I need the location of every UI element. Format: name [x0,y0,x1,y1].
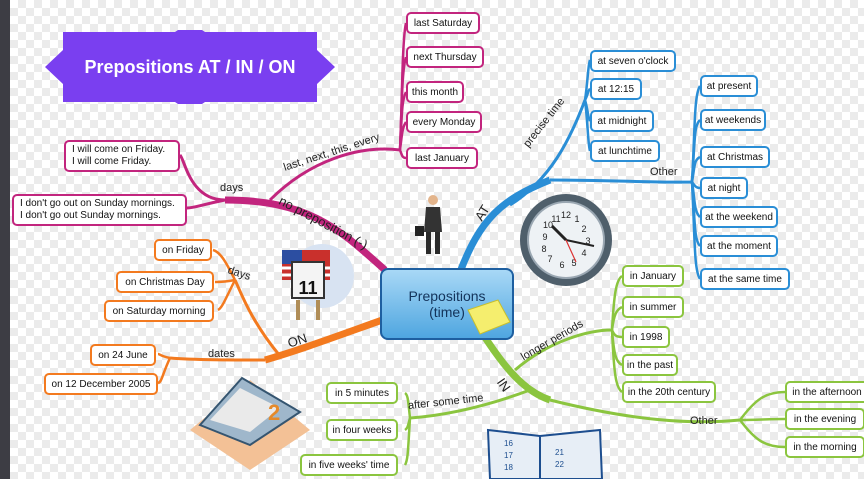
center-line1: Prepositions [408,288,486,304]
clock-num: 1 [574,214,579,224]
clock-num: 3 [585,236,590,246]
no-prep-trunk [224,196,388,273]
branch-lines [157,22,786,466]
node-at-the-same-time[interactable]: at the same time [700,268,790,290]
node-in-5-minutes[interactable]: in 5 minutes [326,382,398,404]
node-in-the-past[interactable]: in the past [622,354,678,376]
node-on-saturday-morning[interactable]: on Saturday morning [104,300,214,322]
node-in-the-afternoon[interactable]: in the afternoon [785,381,864,403]
node-in-the-evening[interactable]: in the evening [785,408,864,430]
on-trunk [264,314,390,364]
mind-map-canvas: Prepositions AT / IN / ON Prepositions (… [10,0,864,479]
book-num: 18 [504,463,513,472]
desk-calendar-number: 2 [268,400,280,425]
node-at-1215[interactable]: at 12:15 [590,78,642,100]
clock-num: 4 [581,248,586,258]
clock-num: 2 [581,224,586,234]
desk-calendar-icon: 2 [190,376,310,470]
center-line2: (time) [429,304,465,320]
branch-label-on-dates: dates [208,348,235,360]
branch-label-at-other: Other [650,166,678,178]
node-example-sunday[interactable]: I don't go out on Sunday mornings. I don… [12,194,187,226]
node-on-christmas-day[interactable]: on Christmas Day [116,271,214,293]
node-at-weekends[interactable]: at weekends [700,109,766,131]
node-next-thursday[interactable]: next Thursday [406,46,484,68]
branch-label-days-left: days [220,182,244,194]
example-line: I don't go out on Sunday mornings. [20,198,175,209]
node-on-24-june[interactable]: on 24 June [90,344,156,366]
title-banner: Prepositions AT / IN / ON [45,30,335,104]
node-at-lunchtime[interactable]: at lunchtime [590,140,660,162]
node-last-january[interactable]: last January [406,147,478,169]
branch-label-in-other: Other [690,415,718,427]
node-at-the-weekend[interactable]: at the weekend [700,206,778,228]
clock-num: 11 [551,214,560,224]
node-at-present[interactable]: at present [700,75,758,97]
planner-book-icon: 16 17 18 21 22 [486,428,604,479]
example-line: I will come on Friday. [72,144,166,155]
clock-num: 10 [543,220,553,230]
node-at-christmas[interactable]: at Christmas [700,146,770,168]
book-num: 16 [504,439,513,448]
businessman-icon [415,195,442,254]
book-num: 22 [555,460,564,469]
example-line: I don't go out Sunday mornings. [20,210,161,221]
example-line: I will come Friday. [72,156,152,167]
node-on-friday[interactable]: on Friday [154,239,212,261]
flag-calendar-number: 11 [298,278,317,298]
last-next-line [268,147,401,202]
node-in-1998[interactable]: in 1998 [622,326,670,348]
clock-icon: 11 12 1 2 3 4 5 6 7 8 9 10 [520,194,612,286]
book-num: 17 [504,451,513,460]
clock-num: 8 [541,244,546,254]
clock-num: 12 [561,210,571,220]
clock-num: 9 [542,232,547,242]
book-num: 21 [555,448,564,457]
clock-num: 6 [559,260,564,270]
clock-num: 5 [571,258,576,268]
clock-num: 7 [547,254,552,264]
node-at-midnight[interactable]: at midnight [590,110,654,132]
node-in-january[interactable]: in January [622,265,684,287]
node-on-12-december[interactable]: on 12 December 2005 [44,373,158,395]
node-in-20th-century[interactable]: in the 20th century [622,381,716,403]
node-in-summer[interactable]: in summer [622,296,684,318]
node-at-seven[interactable]: at seven o'clock [590,50,676,72]
node-this-month[interactable]: this month [406,81,464,103]
node-last-saturday[interactable]: last Saturday [406,12,480,34]
flag-calendar-icon: 11 [282,244,354,320]
node-in-four-weeks[interactable]: in four weeks [326,419,398,441]
node-in-the-morning[interactable]: in the morning [785,436,864,458]
node-at-the-moment[interactable]: at the moment [700,235,778,257]
page-title: Prepositions AT / IN / ON [84,56,296,77]
node-every-monday[interactable]: every Monday [406,111,482,133]
node-at-night[interactable]: at night [700,177,748,199]
node-example-friday[interactable]: I will come on Friday. I will come Frida… [64,140,180,172]
node-in-five-weeks-time[interactable]: in five weeks' time [300,454,398,476]
banner-shape [45,30,335,104]
